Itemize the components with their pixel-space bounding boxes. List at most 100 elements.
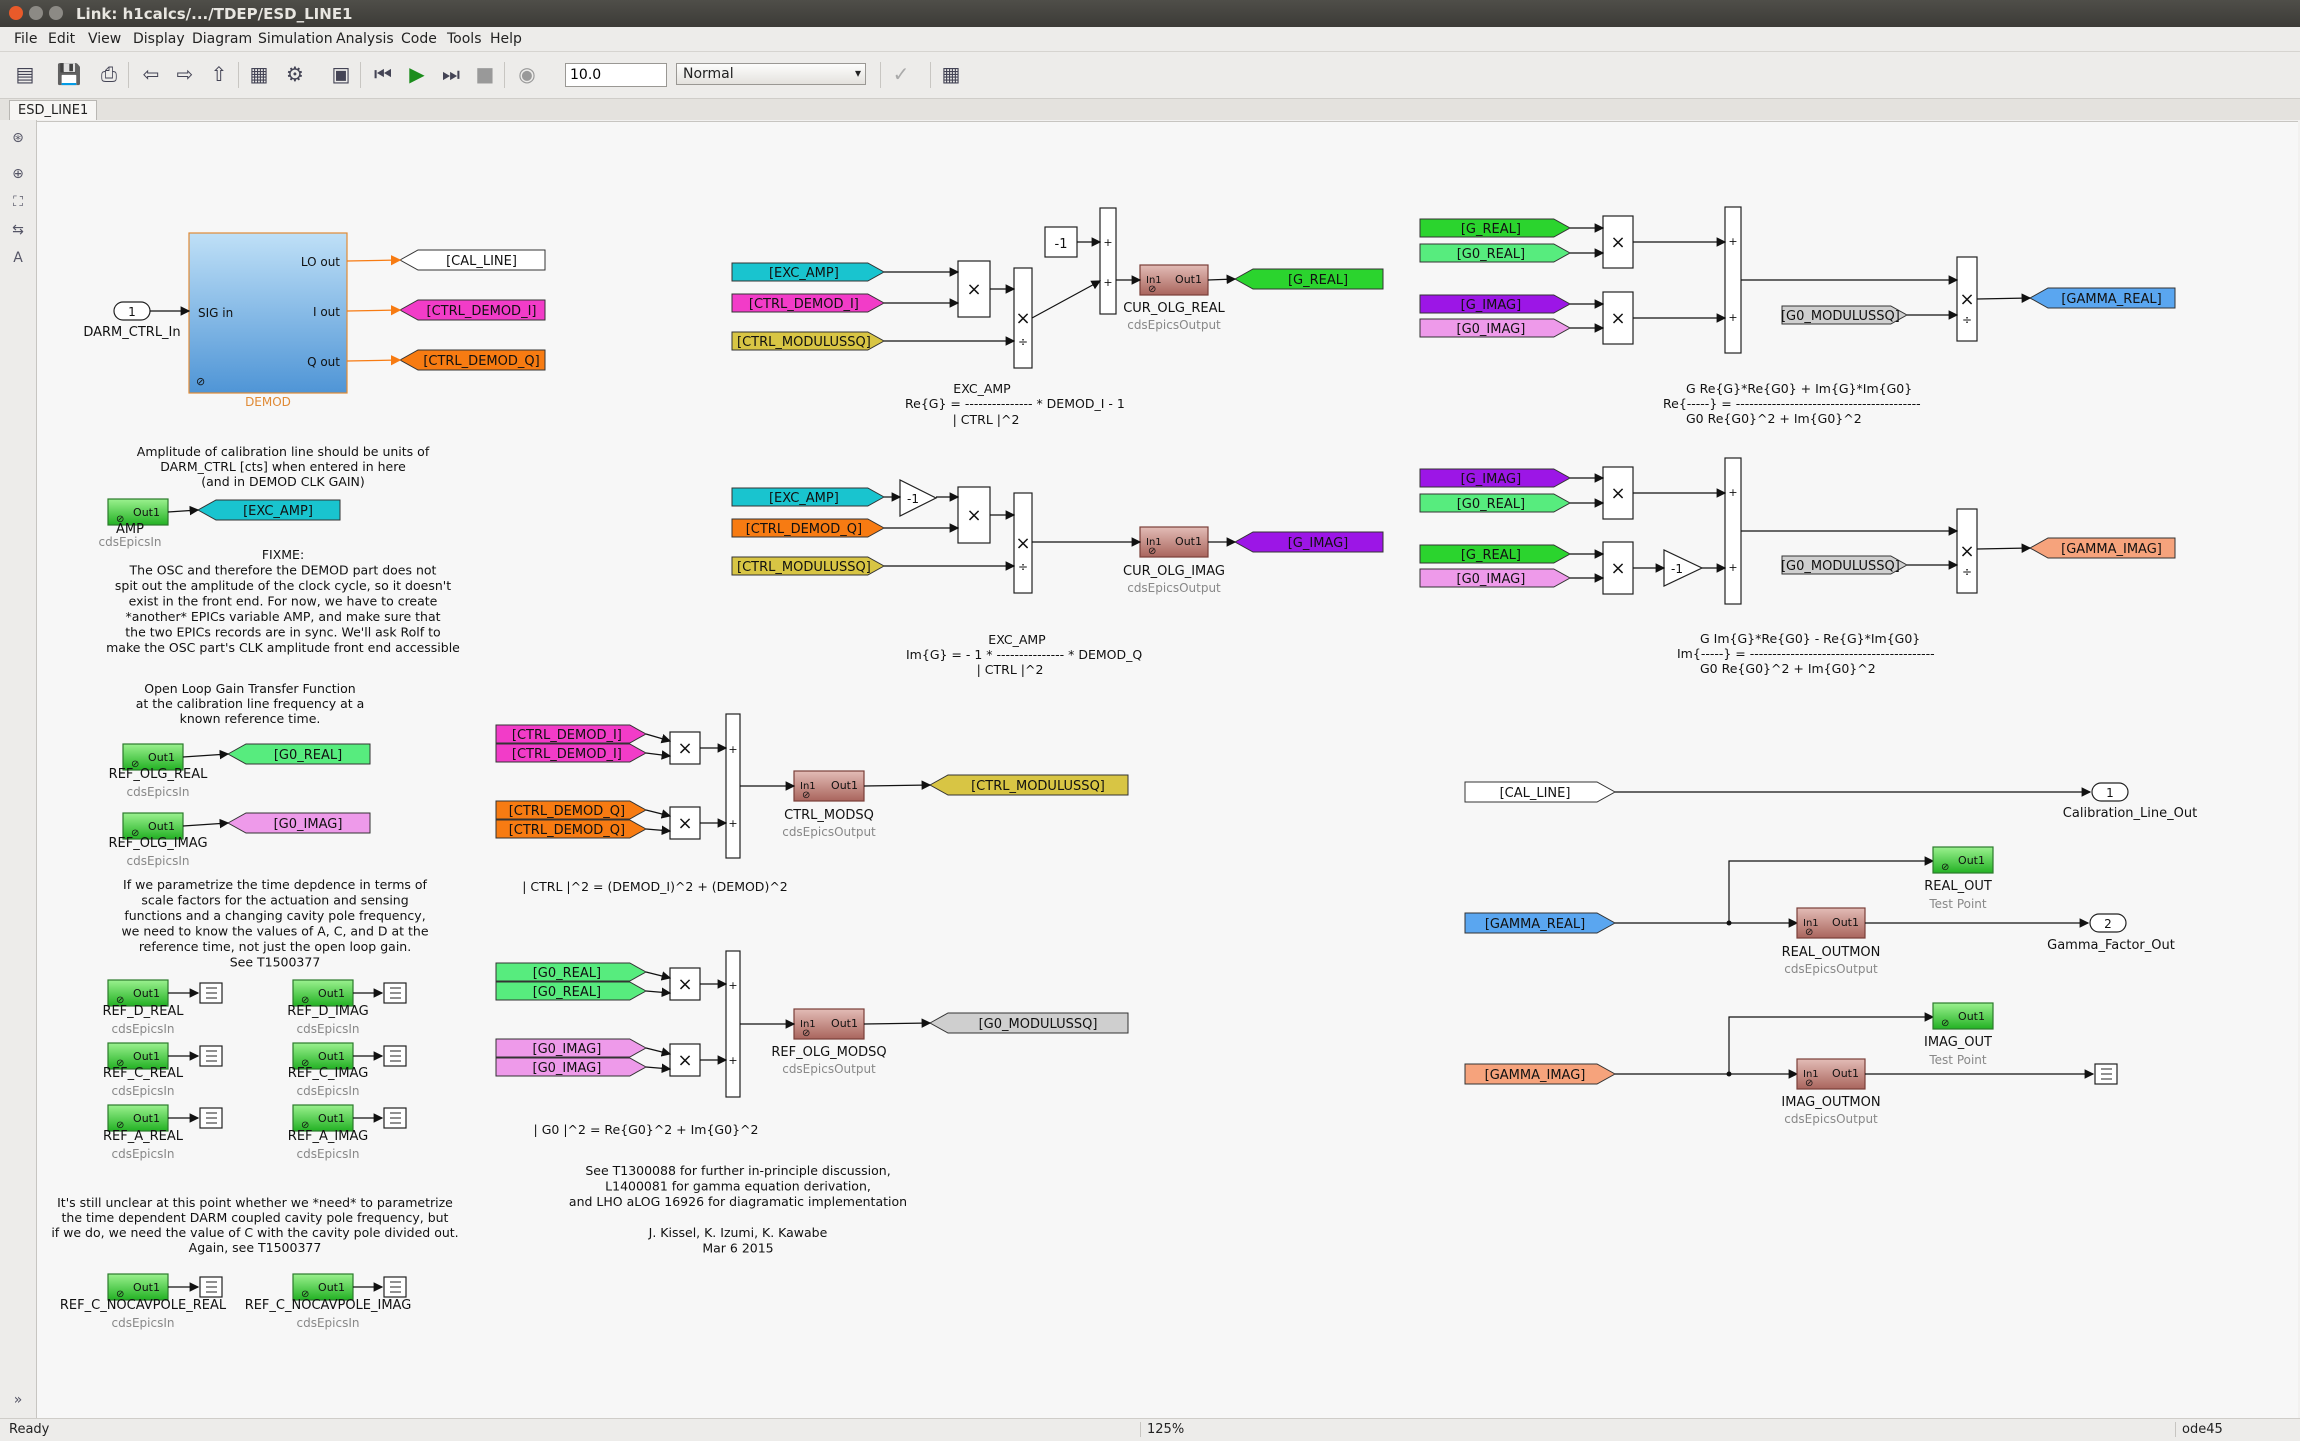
menu-edit[interactable]: Edit: [48, 31, 76, 47]
epics-out-imag-outmon[interactable]: [1796, 1058, 1866, 1090]
tag-g0-real-a[interactable]: [495, 962, 648, 982]
tag-exc-amp-goto[interactable]: [196, 499, 341, 521]
menu-help[interactable]: Help: [490, 31, 522, 47]
tag-exc-amp-2[interactable]: [731, 487, 886, 507]
tag-g0-modsq-3[interactable]: [1781, 555, 1909, 575]
tag-g0-real-3[interactable]: [1419, 493, 1572, 513]
gain-neg1-gamma[interactable]: [1663, 549, 1704, 587]
epics-out-cur-olg-imag[interactable]: [1139, 526, 1209, 558]
tag-gamma-real-goto[interactable]: [2028, 287, 2176, 309]
signal-line[interactable]: [645, 987, 672, 998]
tag-g0-modsq-2[interactable]: [1781, 305, 1909, 325]
menu-code[interactable]: Code: [401, 31, 437, 47]
tag-g-real-3[interactable]: [1419, 544, 1572, 564]
step-forward-icon[interactable]: ⏭: [442, 62, 460, 86]
menu-analysis[interactable]: Analysis: [336, 31, 394, 47]
zoom-icon[interactable]: ⊕: [12, 166, 24, 182]
tag-ctrl-demod-i-b[interactable]: [495, 743, 648, 763]
tag-cal-line-from[interactable]: [1464, 781, 1617, 803]
block-diagram[interactable]: [CAL_LINE][CTRL_DEMOD_I][CTRL_DEMOD_Q][E…: [37, 122, 2298, 1418]
outport-gamma-factor[interactable]: [2089, 913, 2127, 933]
tag-g-imag-3[interactable]: [1419, 468, 1572, 488]
tag-g-real-goto[interactable]: [1233, 268, 1384, 290]
signal-line[interactable]: [863, 780, 932, 790]
epics-in-ref-a-imag[interactable]: [292, 1104, 354, 1132]
epics-in-ref-d-imag[interactable]: [292, 979, 354, 1007]
signal-line[interactable]: [1976, 543, 2032, 553]
sum-re-gamma[interactable]: [1724, 206, 1742, 354]
product-g0-imag[interactable]: [669, 1043, 701, 1077]
tag-ctrl-demod-q-a[interactable]: [495, 800, 648, 820]
signal-line[interactable]: [1728, 1012, 1935, 1074]
check-icon[interactable]: ✓: [892, 62, 910, 86]
tag-g0-real-2[interactable]: [1419, 243, 1572, 263]
print-icon[interactable]: ⎙: [101, 62, 117, 86]
epics-in-ref-c-imag[interactable]: [292, 1042, 354, 1070]
tag-gamma-real-from[interactable]: [1464, 912, 1617, 934]
tag-g-imag-2[interactable]: [1419, 294, 1572, 314]
epics-out-cur-olg-real[interactable]: [1139, 264, 1209, 296]
tag-ctrl-modsq-2[interactable]: [731, 556, 886, 576]
tag-exc-amp-1[interactable]: [731, 262, 886, 282]
tag-ctrl-demod-i-a[interactable]: [495, 724, 648, 744]
settings-gear-icon[interactable]: ⚙: [286, 62, 304, 86]
tag-ctrl-demod-q-b[interactable]: [495, 819, 648, 839]
tag-g0-real-goto[interactable]: [226, 743, 371, 765]
product-re-gamma-2[interactable]: [1602, 291, 1634, 345]
signal-line[interactable]: [645, 1047, 672, 1057]
product-re-g-1[interactable]: [957, 260, 991, 318]
annotation-icon[interactable]: A: [13, 250, 23, 266]
test-point-real-out[interactable]: [1932, 846, 1994, 874]
menu-display[interactable]: Display: [133, 31, 185, 47]
signal-line[interactable]: [167, 505, 200, 516]
product-g0-real[interactable]: [669, 967, 701, 1001]
tag-g-imag-goto[interactable]: [1233, 531, 1384, 553]
tag-gamma-imag-from[interactable]: [1464, 1063, 1617, 1085]
epics-in-ref-c-nocav-real[interactable]: [107, 1273, 169, 1301]
tag-g0-imag-goto[interactable]: [226, 812, 371, 834]
expand-icon[interactable]: »: [13, 1392, 23, 1408]
signal-line[interactable]: [645, 1063, 672, 1074]
tag-ctrl-modsq-1[interactable]: [731, 331, 886, 351]
tag-gamma-imag-goto[interactable]: [2028, 537, 2176, 559]
demod-block[interactable]: [188, 232, 348, 394]
constant-neg1[interactable]: [1044, 226, 1078, 258]
epics-in-ref-c-nocav-imag[interactable]: [292, 1273, 354, 1301]
close-window-button[interactable]: [9, 6, 23, 20]
signal-line[interactable]: [1728, 856, 1935, 923]
new-model-icon[interactable]: ▤: [15, 62, 35, 86]
signal-line[interactable]: [645, 809, 672, 819]
signal-line[interactable]: [645, 971, 672, 981]
tag-ctrl-demod-q-1[interactable]: [731, 518, 886, 538]
save-icon[interactable]: 💾: [56, 62, 82, 86]
tag-g0-real-b[interactable]: [495, 981, 648, 1001]
sum-im-gamma[interactable]: [1724, 457, 1742, 605]
epics-in-ref-olg-real[interactable]: [122, 743, 184, 771]
sum-ctrl-modsq[interactable]: [725, 713, 741, 859]
fit-view-icon[interactable]: ⛶: [13, 194, 23, 210]
tag-ctrl-demod-i-1[interactable]: [731, 293, 886, 313]
run-icon[interactable]: ▶: [409, 62, 425, 86]
step-back-icon[interactable]: ⏮: [374, 62, 392, 86]
tag-g0-imag-2[interactable]: [1419, 318, 1572, 338]
epics-in-ref-a-real[interactable]: [107, 1104, 169, 1132]
simulation-mode-select[interactable]: Normal ▾: [676, 63, 866, 85]
product-im-g-2[interactable]: [1013, 492, 1033, 594]
signal-line[interactable]: [863, 1018, 932, 1028]
menu-diagram[interactable]: Diagram: [192, 31, 253, 47]
model-explorer-icon[interactable]: ▣: [331, 62, 351, 86]
tag-ctrl-demod-q[interactable]: [398, 349, 546, 371]
product-ctrl-i[interactable]: [669, 731, 701, 765]
menu-view[interactable]: View: [88, 31, 122, 47]
record-icon[interactable]: ◉: [518, 62, 536, 86]
maximize-window-button[interactable]: [49, 6, 63, 20]
test-point-imag-out[interactable]: [1932, 1002, 1994, 1030]
tag-g-real-2[interactable]: [1419, 218, 1572, 238]
data-display-icon[interactable]: ▦: [941, 62, 961, 86]
stop-time-input[interactable]: [565, 63, 667, 87]
product-re-gamma-1[interactable]: [1602, 215, 1634, 269]
tag-g0-imag-a[interactable]: [495, 1038, 648, 1058]
tab-esd-line1[interactable]: ESD_LINE1: [9, 100, 98, 120]
signal-line[interactable]: [645, 733, 672, 744]
product-im-gamma-3[interactable]: [1956, 508, 1978, 594]
